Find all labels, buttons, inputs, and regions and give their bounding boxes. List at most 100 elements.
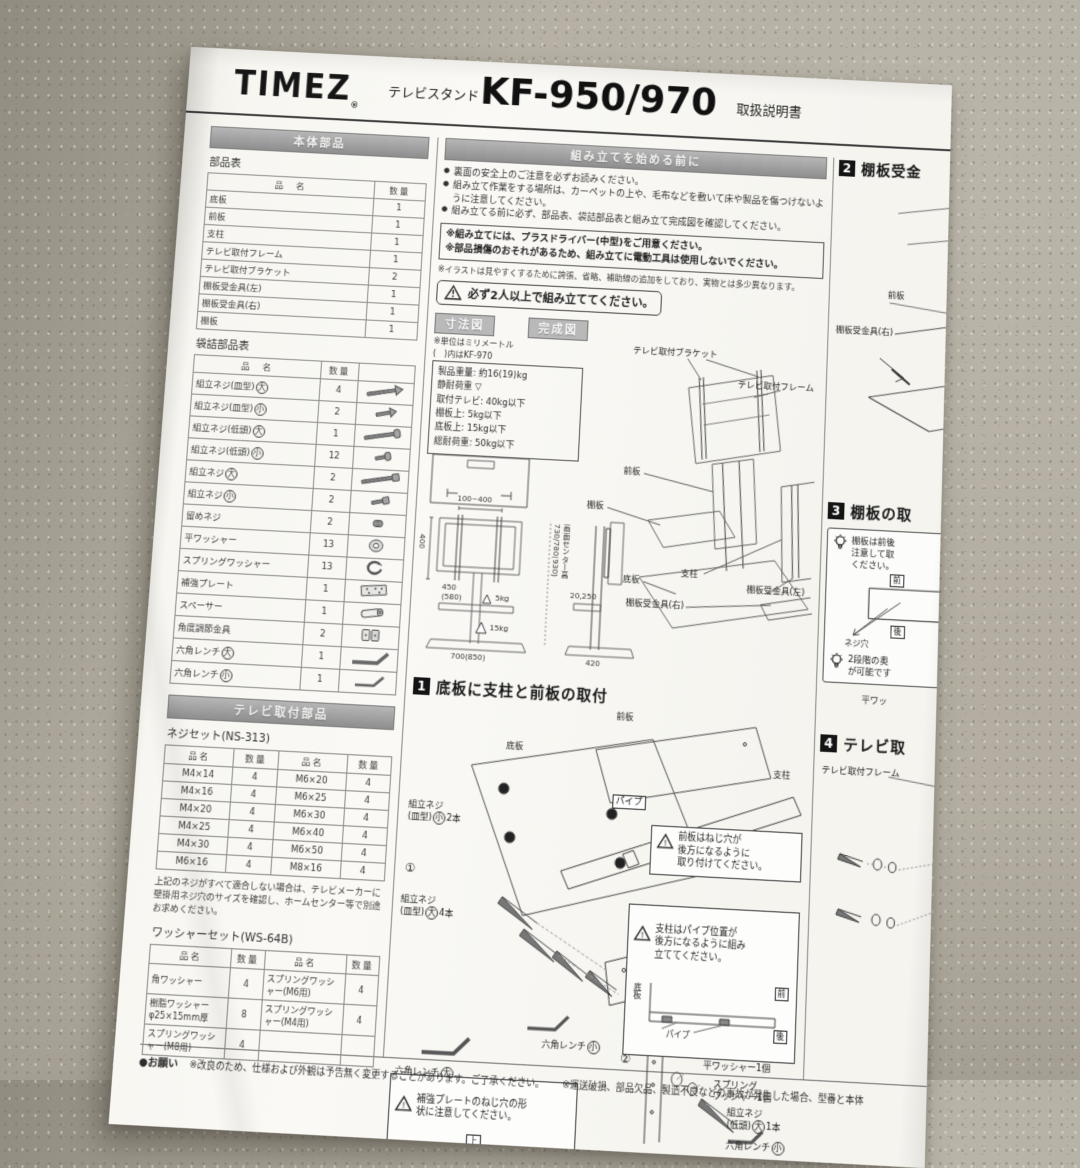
cell: 1 bbox=[305, 577, 346, 602]
cell: 1 bbox=[299, 667, 340, 692]
cell: 4 bbox=[228, 819, 274, 840]
step4-title: テレビ取 bbox=[842, 736, 907, 757]
cell: 8 bbox=[226, 998, 262, 1031]
cell: 4 bbox=[345, 773, 391, 793]
warning-text: 支柱はパイプ位置が 後方になるように組み 立ててください。 bbox=[653, 923, 746, 965]
manual-page: TIMEZ® テレビスタンド KF-950/970 取扱説明書 本体部品 部品表… bbox=[108, 46, 953, 1168]
tv-parts-header: テレビ取付部品 bbox=[166, 694, 396, 731]
mini-label-front: 前 bbox=[774, 987, 789, 1002]
cell: 4 bbox=[341, 843, 387, 864]
step3-tip-box: 棚板は前後 注意して取 ください。 前 後 ネジ穴 2段階の奥 が可能です bbox=[822, 527, 953, 691]
screw-low-long-icon bbox=[354, 424, 412, 450]
col-header: 数量 bbox=[346, 754, 392, 776]
brand-logo: TIMEZ® bbox=[232, 63, 359, 110]
dimension-and-finished-figure: 寸法図 完成図 ※単位はミリメートル ( )内はKF-970 製品重量: 約16… bbox=[415, 312, 822, 685]
label-front-panel: 前板 bbox=[616, 710, 634, 723]
cell: 4 bbox=[225, 854, 272, 875]
cell: 4 bbox=[342, 825, 388, 846]
spec-box: 製品重量: 約16(19)kg 静耐荷重 ▽ 取付テレビ: 40kg以下 棚板上… bbox=[426, 360, 584, 462]
svg-text:!: ! bbox=[451, 289, 455, 299]
screw-note: 上記のネジがすべて適合しない場合は、テレビメーカーに壁掛用ネジ穴のサイズを確認し… bbox=[152, 874, 382, 917]
cell: 2 bbox=[302, 622, 343, 647]
dim-15kg: 15kg bbox=[489, 622, 509, 634]
step3-number: 3 bbox=[827, 501, 845, 520]
pipe-diagram-art bbox=[629, 977, 791, 1044]
step4-line-art bbox=[813, 756, 952, 979]
cell: 1 bbox=[315, 422, 356, 447]
cell: 2 bbox=[317, 400, 358, 425]
cell: 1 bbox=[300, 644, 342, 670]
assembly-column: 組み立てを始める前に 裏面の安全上のご注意を必ずお読みください。 組み立て作業を… bbox=[383, 137, 828, 1168]
dim-base-depth: 420 bbox=[585, 657, 601, 669]
warning-front-panel: ! 前板はねじ穴が 後方になるように 取り付けてください。 bbox=[649, 824, 803, 883]
dim-top: 100~400 bbox=[457, 493, 493, 505]
step1-number: 1 bbox=[412, 676, 431, 696]
screw-flat-long-icon bbox=[357, 380, 415, 406]
dim-5kg: 5kg bbox=[494, 593, 510, 604]
cell: 4 bbox=[340, 860, 386, 881]
right-column: 2 棚板受金 前板 棚板受金具(右) 3 棚板の取 棚板は前後 注意して取 bbox=[813, 158, 953, 979]
cell: 2 bbox=[312, 466, 353, 491]
hex-wrench-large-icon bbox=[339, 647, 399, 673]
screw-low-short-icon bbox=[352, 446, 411, 472]
shelf-mini-diagram: 前 後 ネジ穴 bbox=[844, 573, 952, 650]
bulb-icon bbox=[829, 652, 844, 670]
screw-hex-short-icon bbox=[349, 490, 408, 516]
two-person-text: 必ず2人以上で組み立ててください。 bbox=[467, 287, 655, 311]
tip-text: 棚板は前後 注意して取 ください。 bbox=[850, 534, 896, 572]
col-header: 数量 bbox=[319, 361, 360, 381]
bulb-icon bbox=[833, 534, 848, 552]
warning-triangle-icon: ! bbox=[444, 285, 462, 301]
svg-text:!: ! bbox=[402, 1099, 406, 1109]
cell: 4 bbox=[318, 378, 359, 403]
model-number: KF-950/970 bbox=[479, 69, 718, 125]
cell: 4 bbox=[230, 784, 277, 805]
cell: スプリングワッシャー(M6用) bbox=[261, 969, 346, 1005]
two-person-warning: ! 必ず2人以上で組み立ててください。 bbox=[435, 279, 663, 316]
main-parts-header: 本体部品 bbox=[209, 125, 430, 160]
cell bbox=[339, 1034, 375, 1067]
mini-label-back: 後 bbox=[890, 625, 905, 639]
tip-text: 2段階の奥 が可能です bbox=[847, 653, 892, 678]
mini-label-back: 後 bbox=[772, 1029, 788, 1045]
cell: 13 bbox=[306, 555, 348, 580]
col-header: 数量 bbox=[345, 954, 380, 976]
cell: 13 bbox=[308, 532, 349, 558]
screw-hex-long-icon bbox=[351, 468, 409, 494]
cell: 角ワッシャー bbox=[146, 963, 231, 999]
cell: 1 bbox=[303, 599, 345, 625]
label-pipe: パイプ bbox=[612, 794, 646, 811]
label-front-panel: 前板 bbox=[887, 289, 905, 301]
section-art bbox=[424, 1137, 524, 1168]
step1-substep-1: ① bbox=[404, 860, 416, 876]
cell: 4 bbox=[344, 790, 390, 811]
warning-text: 前板はねじ穴が 後方になるように 取り付けてください。 bbox=[676, 831, 768, 874]
cell: 4 bbox=[232, 767, 278, 787]
mini-label-base: 底板 bbox=[632, 981, 643, 1000]
dim-height: 400 bbox=[417, 533, 428, 549]
label-screw-hole: ネジ穴 bbox=[844, 637, 869, 649]
cell: スプリングワッシャー(M4用) bbox=[259, 999, 344, 1035]
dim-shelf: 450 (580) bbox=[441, 581, 462, 602]
warning-triangle-icon: ! bbox=[395, 1094, 413, 1111]
finished-tag: 完成図 bbox=[527, 317, 589, 342]
cell: 4 bbox=[227, 837, 273, 858]
registered-mark: ® bbox=[350, 99, 359, 110]
washer-icon bbox=[347, 534, 405, 560]
hex-wrench-small-icon bbox=[338, 669, 397, 695]
label-shelf: 棚板 bbox=[586, 498, 605, 511]
svg-text:!: ! bbox=[641, 929, 645, 939]
spacer-icon bbox=[342, 601, 401, 628]
label-front-panel: 前板 bbox=[623, 464, 641, 477]
cross-section-diagram: 断面図 上 底 bbox=[391, 1134, 568, 1168]
step2-line-art bbox=[829, 180, 952, 502]
warning-text: 補強プレートのねじ穴の形 状に注意してください。 bbox=[415, 1093, 528, 1124]
cell: M8×16 bbox=[270, 857, 342, 879]
